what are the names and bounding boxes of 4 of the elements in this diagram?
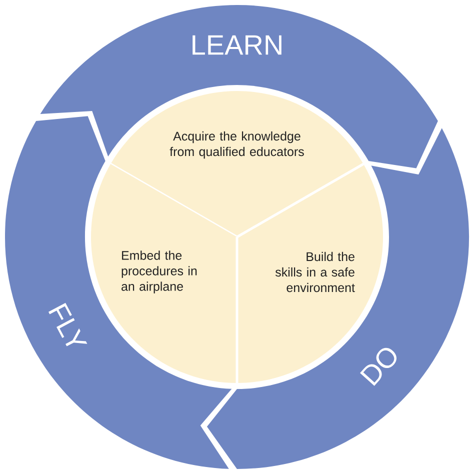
pie-sector: Acquire the knowledge from qualified educators xyxy=(109,90,364,238)
node-label: Build the skills in a safe environment xyxy=(275,252,355,292)
node-label: Embed the procedures in an airplane xyxy=(122,250,197,294)
pie-sector: Embed the procedures in an airplane xyxy=(91,164,238,384)
